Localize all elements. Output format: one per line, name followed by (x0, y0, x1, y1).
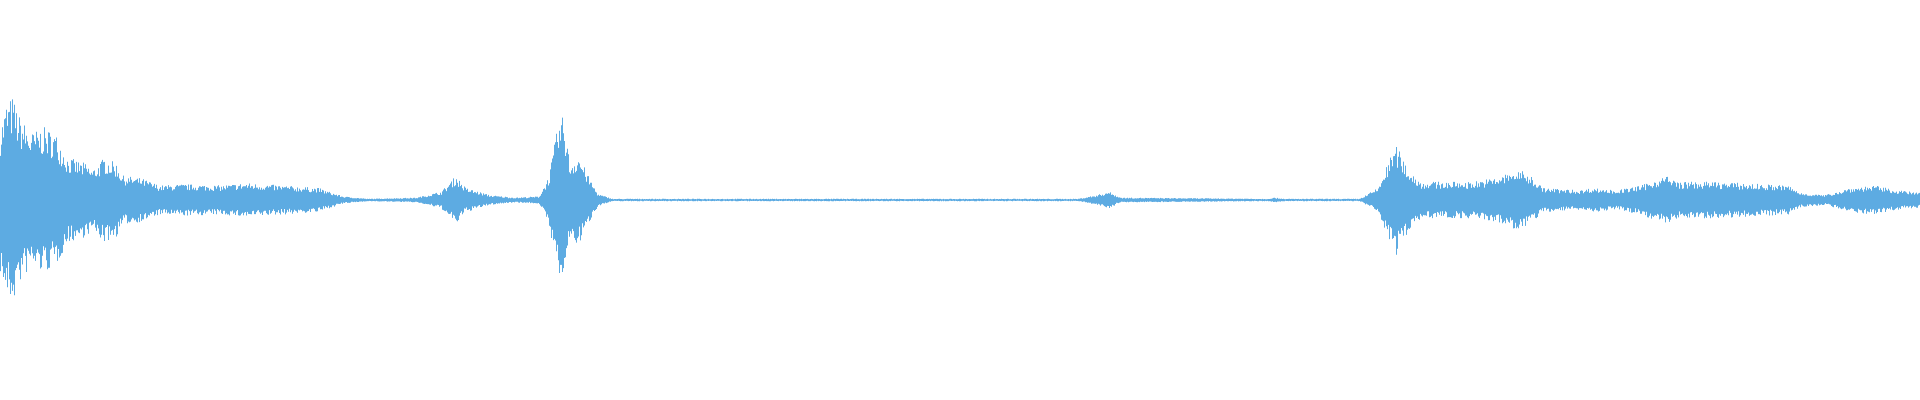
waveform-path (0, 99, 1920, 296)
waveform-bars (0, 99, 1920, 296)
